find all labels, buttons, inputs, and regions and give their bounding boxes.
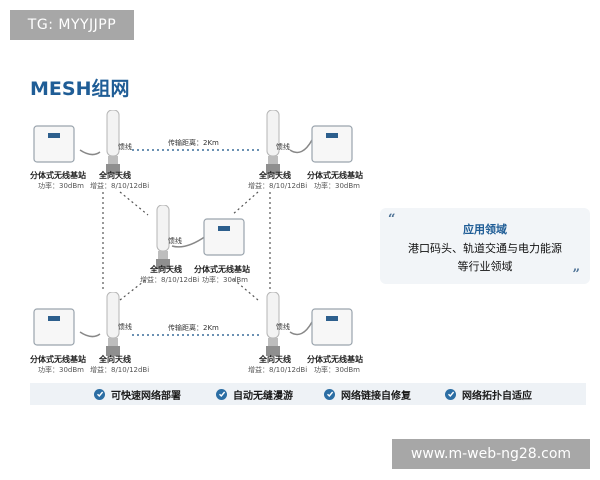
antenna-name: 全向天线 [99, 171, 131, 180]
watermark-tg: TG: MYYJJPP [10, 10, 134, 40]
station-power: 功率：30dBm [38, 366, 84, 374]
antenna-gain: 增益：8/10/12dBi [90, 182, 150, 190]
station-power: 功率：30dBm [314, 366, 360, 374]
antenna-name: 全向天线 [99, 355, 131, 364]
station-power: 功率：30dBm [202, 276, 248, 284]
application-line-2: 等行业领域 [457, 260, 513, 273]
base-station-icon [30, 305, 80, 351]
check-icon [324, 388, 335, 400]
application-title: 应用领域 [463, 223, 507, 236]
feature-label: 自动无缝漫游 [233, 390, 293, 402]
antenna-icon [262, 109, 284, 176]
antenna-name: 全向天线 [259, 171, 291, 180]
antenna-icon [102, 291, 124, 358]
feeder-cable-top-left [79, 149, 101, 156]
feature-item: 自动无缝漫游 [216, 383, 293, 405]
antenna-name: 全向天线 [259, 355, 291, 364]
feature-item: 网络链接自修复 [324, 383, 411, 405]
station-power: 功率：30dBm [38, 182, 84, 190]
station-name: 分体式无线基站 [30, 355, 86, 364]
station-power: 功率：30dBm [314, 182, 360, 190]
page-title: MESH组网 [30, 78, 130, 100]
feature-bar: 可快速网络部署 自动无缝漫游 网络链接自修复 网络拓扑自适应 [30, 383, 586, 405]
application-card: “ 应用领域 港口码头、轨道交通与电力能源 等行业领域 ” [380, 208, 590, 284]
base-station-icon [308, 305, 358, 351]
base-station-icon [30, 122, 80, 168]
base-station-icon [200, 215, 250, 261]
link-diag-tl [119, 191, 149, 216]
feature-label: 网络链接自修复 [341, 390, 411, 402]
feeder-label: 馈线 [168, 237, 182, 245]
check-icon [216, 388, 227, 400]
link-diag-bl [119, 277, 149, 301]
application-line-1: 港口码头、轨道交通与电力能源 [408, 242, 562, 255]
quote-open-icon: “ [388, 212, 396, 227]
base-station-icon [308, 122, 358, 168]
antenna-name: 全向天线 [150, 265, 182, 274]
station-name: 分体式无线基站 [307, 355, 363, 364]
feeder-label: 馈线 [118, 323, 132, 331]
watermark-url: www.m-web-ng28.com [392, 439, 590, 469]
feature-item: 网络拓扑自适应 [445, 383, 532, 405]
feeder-label: 馈线 [118, 143, 132, 151]
antenna-icon [102, 109, 124, 176]
station-name: 分体式无线基站 [194, 265, 250, 274]
station-name: 分体式无线基站 [307, 171, 363, 180]
feeder-label: 馈线 [276, 323, 290, 331]
feeder-cable-bottom-right [289, 321, 313, 336]
antenna-gain: 增益：8/10/12dBi [140, 276, 200, 284]
feature-label: 可快速网络部署 [111, 390, 181, 402]
antenna-gain: 增益：8/10/12dBi [248, 182, 308, 190]
antenna-gain: 增益：8/10/12dBi [248, 366, 308, 374]
quote-close-icon: ” [572, 267, 580, 282]
link-diag-tr [231, 191, 259, 216]
feeder-label: 馈线 [276, 143, 290, 151]
feature-label: 网络拓扑自适应 [462, 390, 532, 402]
check-icon [94, 388, 105, 400]
link-diag-br [231, 277, 259, 301]
antenna-icon [262, 291, 284, 358]
distance-label: 传输距离：2Km [168, 139, 219, 147]
check-icon [445, 388, 456, 400]
feature-item: 可快速网络部署 [94, 383, 181, 405]
antenna-gain: 增益：8/10/12dBi [90, 366, 150, 374]
antenna-icon [152, 204, 174, 271]
feeder-cable-bottom-left [79, 331, 101, 338]
station-name: 分体式无线基站 [30, 171, 86, 180]
distance-label: 传输距离：2Km [168, 324, 219, 332]
feeder-cable-center [171, 235, 207, 248]
feeder-cable-top-right [289, 139, 313, 154]
